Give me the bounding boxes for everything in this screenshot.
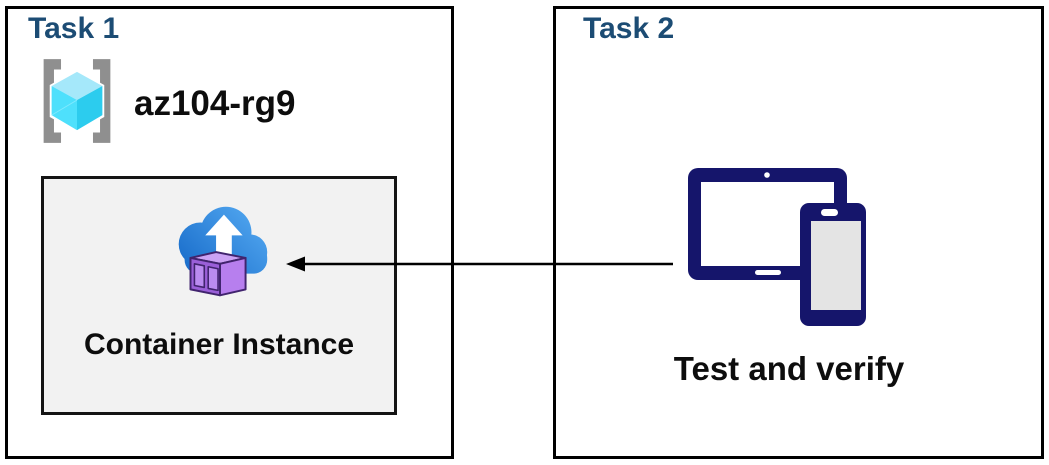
resource-group-name: az104-rg9 (134, 84, 296, 123)
cube-top-face (51, 71, 103, 101)
container-cube (189, 251, 247, 297)
bracket-left (43, 59, 62, 143)
resource-group-icon (43, 59, 111, 143)
upload-arrow-icon (205, 214, 243, 266)
tablet-camera-dot (764, 172, 770, 178)
resource-group: az104-rg9 (30, 56, 295, 146)
container-door-right (207, 265, 219, 292)
container-side-face (219, 256, 247, 297)
cube-facet-line (51, 99, 78, 116)
container-instance-label: Container Instance (83, 328, 355, 361)
devices-label: Test and verify (673, 350, 905, 387)
phone-icon (800, 203, 866, 326)
bracket-right (92, 59, 111, 143)
container-instance-icon (178, 206, 268, 297)
phone-screen (811, 221, 861, 310)
tablet-home-button (755, 270, 781, 275)
tablet-and-phone-icon (688, 168, 866, 326)
task1-title: Task 1 (28, 12, 120, 45)
container-door-left (193, 263, 206, 289)
task2-title: Task 2 (583, 12, 675, 45)
phone-speaker (821, 209, 838, 216)
cube-right-face (77, 85, 103, 131)
